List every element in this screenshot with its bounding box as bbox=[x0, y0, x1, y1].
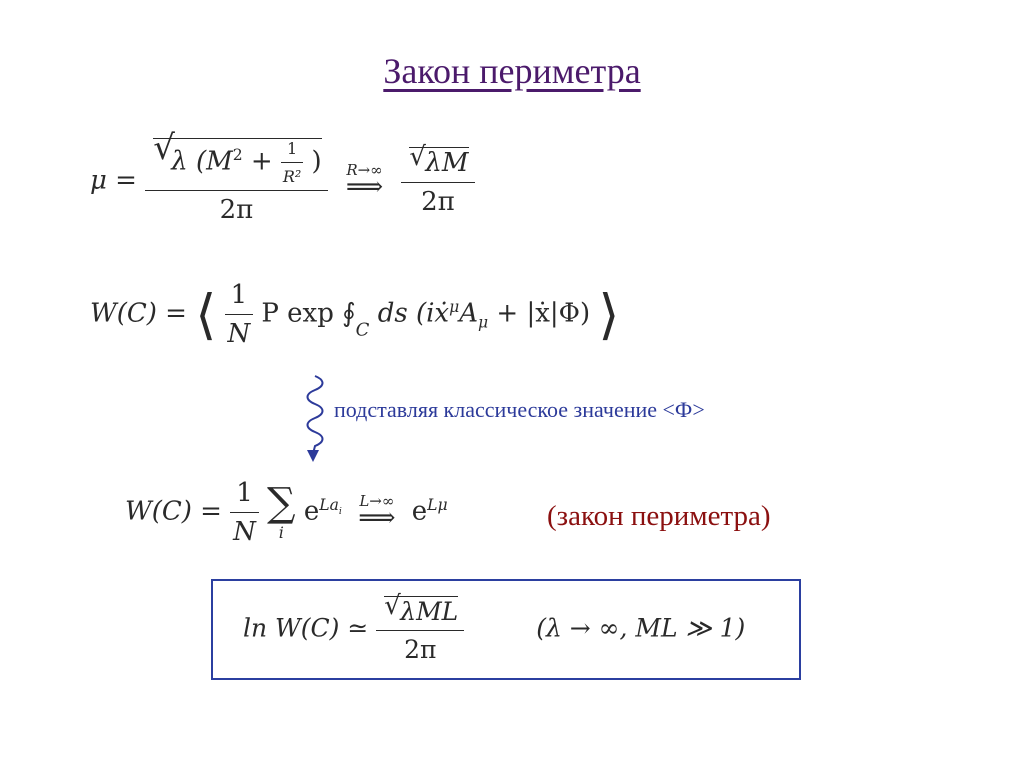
wavy-arrow-icon bbox=[306, 375, 324, 462]
eq2-num: 1 bbox=[224, 280, 254, 315]
eq4-lhs: ln W(C) ≃ bbox=[243, 613, 369, 643]
eq1-lhs: μ = bbox=[90, 165, 137, 196]
eq3-exp-base: e bbox=[303, 496, 320, 527]
sqrt-symbol-icon: √ bbox=[153, 128, 175, 168]
perimeter-law-label: (закон периметра) bbox=[547, 500, 771, 532]
eq2-den: N bbox=[227, 319, 251, 349]
eq3-fraction: 1 N bbox=[230, 478, 259, 547]
equation-sum: W(C) = 1 N ∑ i eLai L→∞ ⟹ eLμ bbox=[125, 478, 448, 547]
eq4-fraction: √λML 2π bbox=[376, 593, 465, 664]
eq1-sqrt-b: + bbox=[242, 146, 281, 177]
eq1-rhs-fraction: √λM 2π bbox=[401, 144, 475, 217]
eq2-a-term: A bbox=[459, 298, 478, 329]
eq1-inner-den: R² bbox=[282, 167, 302, 186]
eq1-limit-label: R→∞ bbox=[346, 161, 383, 179]
eq4-num: λML bbox=[400, 597, 459, 626]
eq1-fraction: √ λ (M2 + 1 R² ) 2π bbox=[145, 128, 328, 225]
eq3-sum-sub: i bbox=[278, 523, 284, 542]
double-arrow-icon: ⟹ bbox=[358, 503, 396, 533]
eq2-mu-sup: μ bbox=[449, 297, 460, 316]
substitution-note: подставляя классическое значение <Ф> bbox=[334, 397, 705, 422]
eq3-limit-label: L→∞ bbox=[359, 492, 395, 510]
eq2-lhs: W(C) = bbox=[90, 298, 187, 329]
eq1-sqrt-a: λ (M bbox=[171, 146, 233, 177]
equation-mu: μ = √ λ (M2 + 1 R² ) 2π R→∞ ⟹ √λM 2π bbox=[90, 128, 475, 225]
eq1-inner-frac: 1 R² bbox=[280, 139, 304, 186]
eq2-fraction: 1 N bbox=[224, 280, 254, 349]
eq1-sqrt-close: ) bbox=[311, 146, 322, 177]
eq4-den: 2π bbox=[404, 635, 437, 664]
eq1-sqrt: √ λ (M2 + 1 R² ) bbox=[153, 128, 322, 186]
eq2-integrand: ds (iẋ bbox=[377, 298, 450, 329]
eq1-rhs-num: λM bbox=[425, 147, 469, 178]
eq3-num: 1 bbox=[230, 478, 259, 513]
sum-icon: ∑ bbox=[267, 480, 296, 526]
eq3-limit-arrow: L→∞ ⟹ bbox=[358, 492, 396, 533]
eq1-inner-num: 1 bbox=[280, 139, 304, 163]
eq2-rest: + |ẋ|Φ) bbox=[488, 298, 591, 329]
eq3-rhs-sup: Lμ bbox=[427, 495, 448, 514]
eq3-rhs-base: e bbox=[411, 496, 428, 527]
result-box bbox=[211, 579, 801, 680]
slide-title: Закон периметра bbox=[383, 51, 641, 91]
eq3-sum: ∑ i bbox=[267, 483, 296, 542]
equation-result: ln W(C) ≃ √λML 2π (λ → ∞, ML ≫ 1) bbox=[243, 593, 746, 664]
equation-wilson-loop: W(C) = ⟨ 1 N P exp ∮C ds (iẋμAμ + |ẋ|Φ) … bbox=[90, 280, 619, 349]
eq2-mu-sub: μ bbox=[478, 313, 489, 332]
eq3-lhs: W(C) = bbox=[125, 496, 222, 527]
eq2-contour-sub: C bbox=[355, 319, 370, 341]
right-angle-icon: ⟩ bbox=[598, 283, 620, 346]
eq3-exp-sup: La bbox=[319, 495, 339, 514]
eq1-limit-arrow: R→∞ ⟹ bbox=[345, 161, 384, 202]
eq4-condition: (λ → ∞, ML ≫ 1) bbox=[536, 613, 746, 643]
eq1-den: 2π bbox=[219, 195, 254, 225]
double-arrow-icon: ⟹ bbox=[345, 172, 384, 202]
eq2-body: P exp ∮ bbox=[261, 298, 356, 329]
eq3-exp-sup-sub: i bbox=[338, 505, 342, 517]
eq3-den: N bbox=[233, 517, 256, 547]
left-angle-icon: ⟨ bbox=[195, 283, 217, 346]
eq1-rhs-den: 2π bbox=[421, 186, 455, 217]
